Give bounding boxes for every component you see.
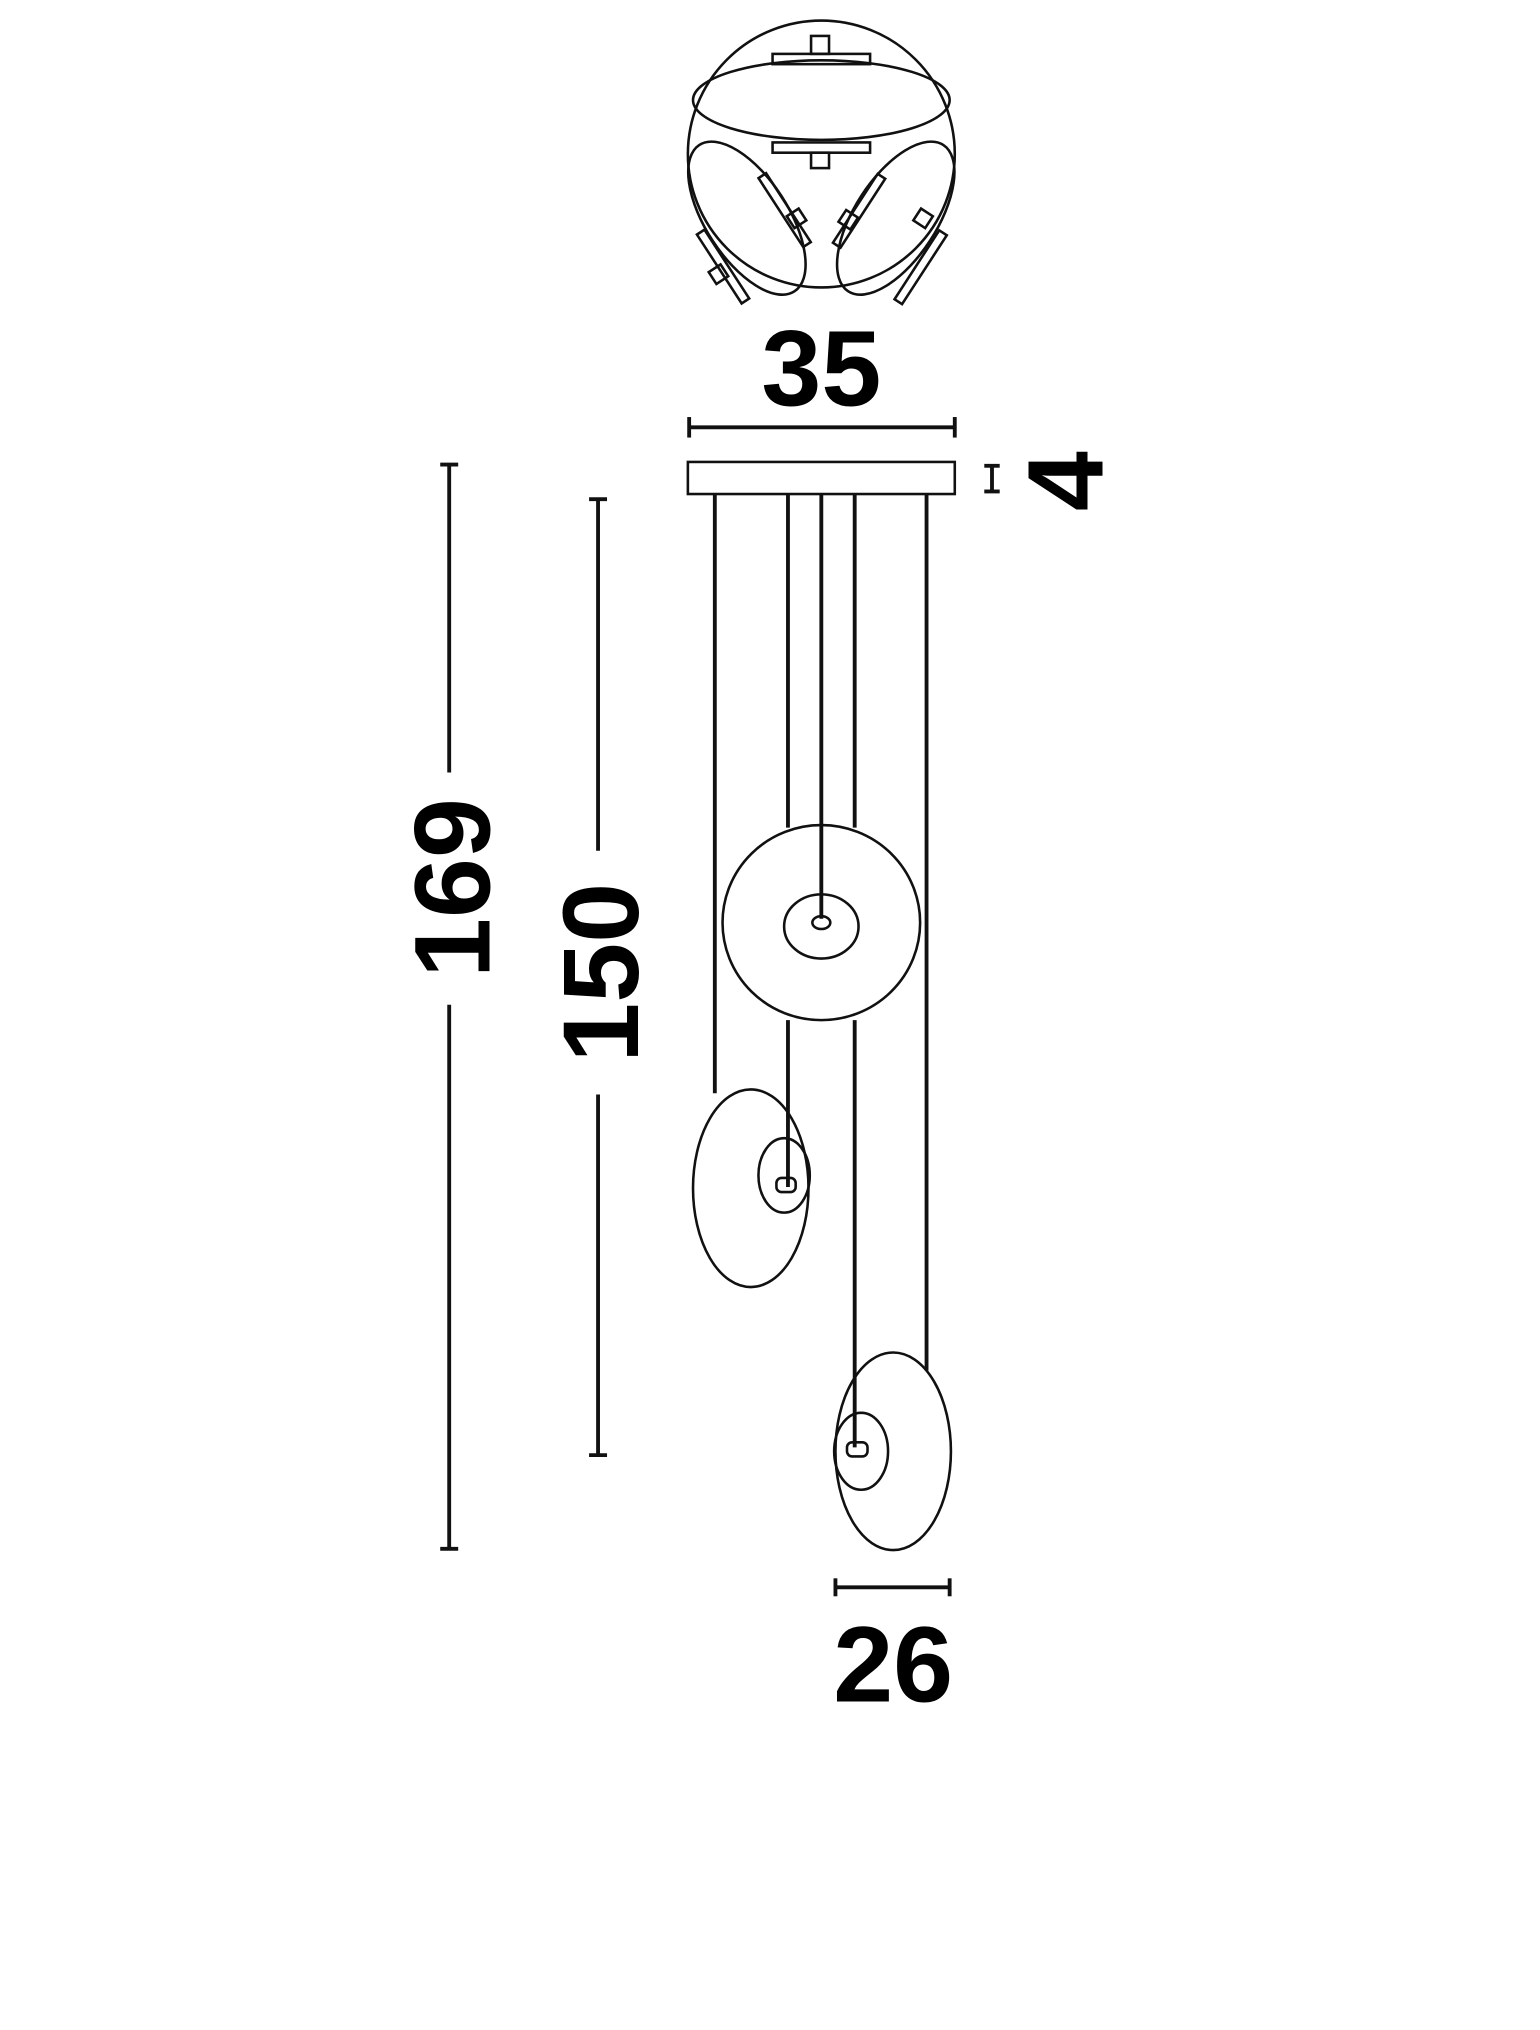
canopy-width-label: 35 (761, 307, 881, 428)
canopy (686, 460, 957, 496)
canopy-height-label: 4 (1005, 451, 1126, 511)
canopy-width-dimension-line (687, 417, 957, 438)
top-view (686, 19, 957, 306)
left-shade (691, 1088, 812, 1289)
drop-height-label: 150 (540, 883, 661, 1063)
suspension-wires (712, 494, 929, 1448)
drop-height-dimension-line (589, 497, 608, 1458)
shade-diameter-dimension-line (833, 1578, 952, 1597)
total-height-dimension-line (440, 462, 459, 1551)
right-shade (832, 1351, 953, 1552)
total-height-label: 169 (391, 798, 512, 978)
canopy-height-dimension-line (984, 463, 1000, 494)
center-shade (721, 823, 922, 1022)
shade-diameter-label: 26 (833, 1604, 953, 1725)
